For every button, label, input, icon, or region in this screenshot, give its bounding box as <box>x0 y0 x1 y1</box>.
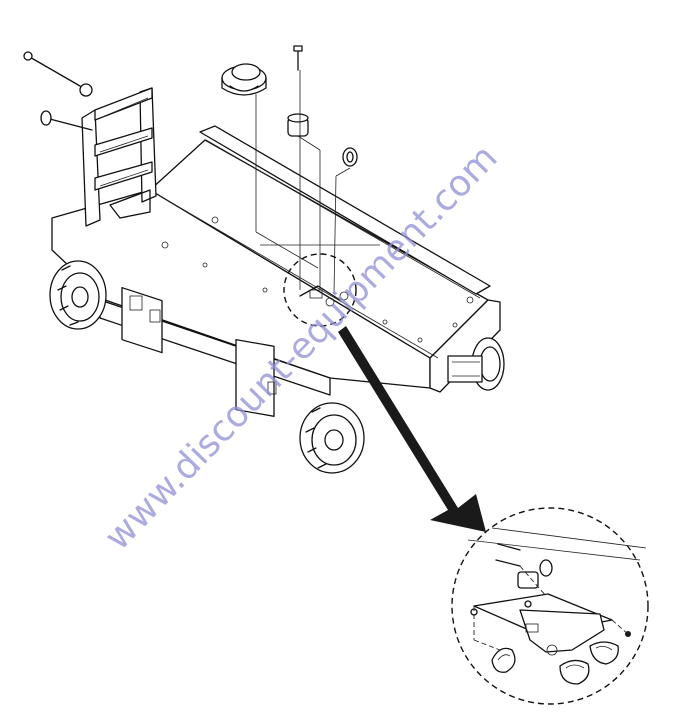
bolt-icon <box>23 51 93 131</box>
alarm-horn-icon <box>221 63 267 96</box>
grommet-icon <box>491 647 516 673</box>
grommet-icon <box>589 641 619 665</box>
cap-icon <box>342 147 358 167</box>
bolt-icon <box>293 45 303 71</box>
detail-area <box>283 253 357 327</box>
bushing-icon <box>287 113 309 137</box>
wheel-icon <box>447 337 505 391</box>
ladder-icon <box>81 87 157 227</box>
wheel-icon <box>299 402 365 474</box>
leader-lines <box>255 70 351 295</box>
grommet-icon <box>559 659 590 685</box>
wheel-icon <box>49 260 107 330</box>
pointer-arrow-icon <box>338 326 486 532</box>
chassis <box>51 125 501 417</box>
zoom-detail <box>451 507 649 705</box>
